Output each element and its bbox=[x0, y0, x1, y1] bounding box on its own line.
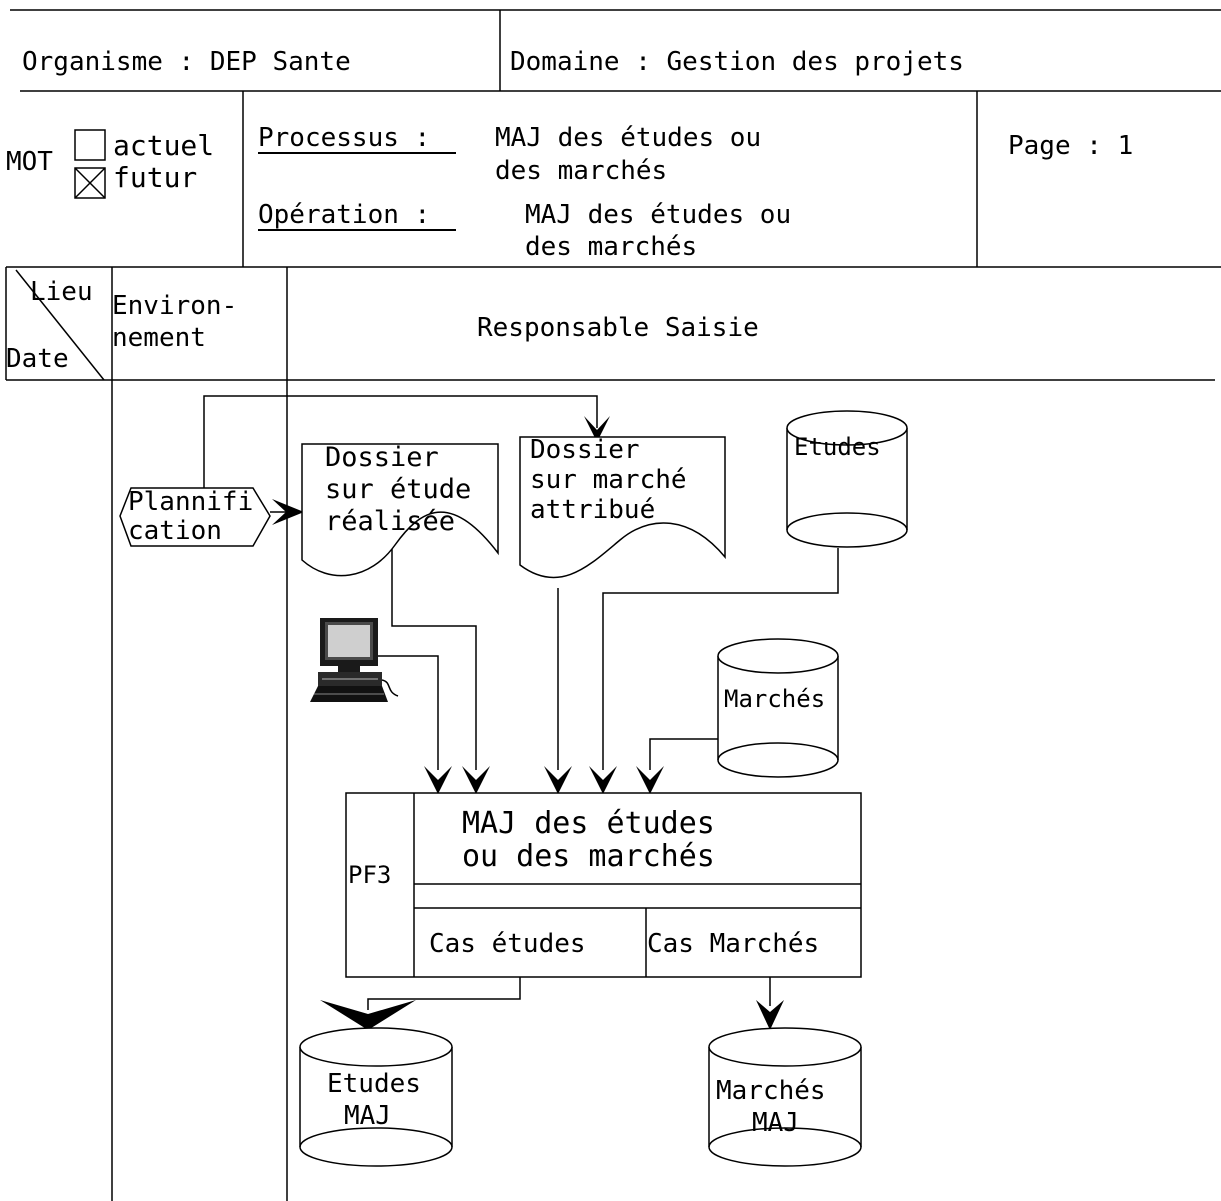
arrowhead-to-etudes-maj bbox=[320, 1000, 416, 1030]
datastore-etudes-maj-line1: Etudes bbox=[327, 1069, 421, 1099]
document-etude-line1: Dossier bbox=[325, 442, 439, 473]
datastore-etudes-maj: Etudes MAJ bbox=[299, 1027, 453, 1167]
datastore-marches: Marchés bbox=[717, 638, 839, 778]
flow-connectors bbox=[203, 395, 839, 1010]
operation-value-line1: MAJ des études ou bbox=[525, 200, 791, 230]
document-marche-line2: sur marché bbox=[530, 465, 687, 495]
datastore-etudes: Etudes bbox=[786, 410, 908, 548]
domaine-text: Domaine : Gestion des projets bbox=[510, 47, 964, 77]
environnement-label-line1: Environ- bbox=[112, 291, 237, 321]
datastore-marches-label: Marchés bbox=[724, 685, 825, 713]
document-dossier-marche: Dossier sur marché attribué bbox=[519, 435, 726, 579]
datastore-etudes-label: Etudes bbox=[794, 433, 881, 461]
procedure-title-line1: MAJ des études bbox=[462, 806, 715, 841]
processus-label: Processus : bbox=[258, 123, 430, 153]
mot-label: MOT bbox=[6, 147, 53, 177]
header-grid bbox=[5, 9, 1221, 1201]
arrowhead-marches-store-to-pf3 bbox=[636, 766, 664, 794]
datastore-marches-maj: Marchés MAJ bbox=[708, 1027, 862, 1167]
document-marche-line3: attribué bbox=[530, 495, 655, 525]
procedure-title-line2: ou des marchés bbox=[462, 839, 715, 874]
document-dossier-etude: Dossier sur étude réalisée bbox=[301, 442, 499, 577]
environnement-label-line2: nement bbox=[112, 323, 206, 353]
mot-actuel-label: actuel bbox=[113, 129, 214, 162]
computer-icon bbox=[310, 618, 399, 702]
document-etude-line2: sur étude bbox=[325, 474, 471, 505]
document-etude-line3: réalisée bbox=[325, 506, 455, 537]
arrowhead-etudes-store-to-pf3 bbox=[589, 766, 617, 794]
date-label: Date bbox=[6, 344, 69, 374]
processus-value-line1: MAJ des études ou bbox=[495, 123, 761, 153]
arrowhead-to-marches-maj bbox=[756, 1000, 784, 1030]
arrowhead-to-dossier-etude bbox=[272, 499, 304, 525]
operation-label: Opération : bbox=[258, 200, 430, 230]
procedure-code: PF3 bbox=[348, 861, 391, 889]
datastore-marches-maj-line2: MAJ bbox=[752, 1108, 799, 1138]
procedure-pf3: PF3 MAJ des études ou des marchés Cas ét… bbox=[345, 792, 862, 978]
procedure-case-etudes: Cas études bbox=[429, 929, 586, 959]
processus-value-line2: des marchés bbox=[495, 156, 667, 186]
event-label-line1: Plannifi bbox=[128, 487, 253, 517]
checkbox-empty-icon bbox=[74, 129, 106, 161]
lieu-label: Lieu bbox=[30, 277, 93, 307]
page-number: Page : 1 bbox=[1008, 131, 1133, 161]
mot-futur-label: futur bbox=[113, 161, 197, 194]
operation-value-line2: des marchés bbox=[525, 232, 697, 262]
organisme-text: Organisme : DEP Sante bbox=[22, 47, 351, 77]
document-marche-line1: Dossier bbox=[530, 435, 640, 465]
arrowhead-etude-to-pf3 bbox=[462, 766, 490, 794]
arrowhead-marche-doc-to-pf3 bbox=[544, 766, 572, 794]
event-label-line2: cation bbox=[128, 516, 222, 546]
procedure-case-marches: Cas Marchés bbox=[647, 929, 819, 959]
checkbox-checked-icon bbox=[74, 167, 106, 199]
datastore-marches-maj-line1: Marchés bbox=[716, 1076, 826, 1106]
responsable-saisie-label: Responsable Saisie bbox=[477, 313, 759, 343]
event-plannification: Plannifi cation bbox=[119, 487, 271, 547]
arrowhead-computer-to-pf3 bbox=[424, 766, 452, 794]
datastore-etudes-maj-line2: MAJ bbox=[344, 1101, 391, 1131]
